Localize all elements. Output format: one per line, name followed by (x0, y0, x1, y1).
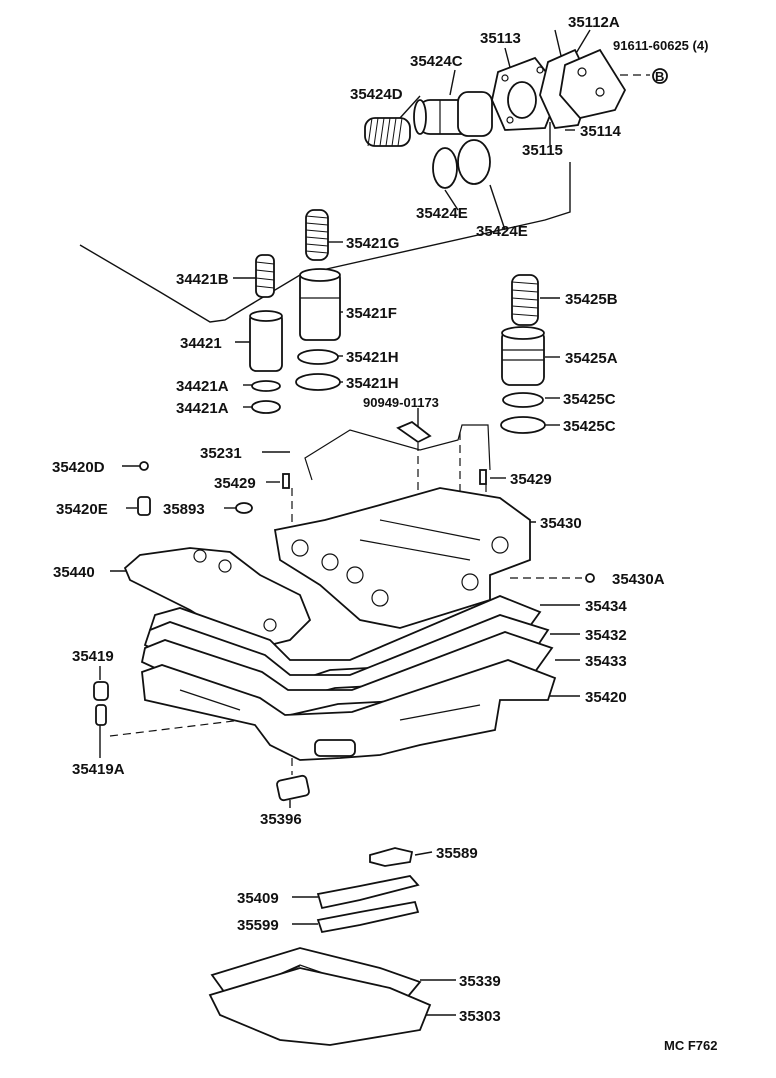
accumulator-pistons (249, 209, 546, 434)
piston-35421F (299, 271, 341, 341)
part-35396 (276, 774, 310, 802)
label-35424E-b: 35424E (476, 223, 528, 240)
plates-and-lower-body (93, 595, 557, 802)
bolt-marker (652, 68, 668, 84)
spring-34421B (255, 254, 275, 298)
label-35893: 35893 (163, 501, 205, 518)
seal-35893 (235, 502, 253, 514)
valve-body-upper (123, 420, 595, 646)
o-ring-35425C-b (500, 416, 546, 434)
lower-valve-body-35420 (141, 659, 557, 761)
label-34421: 34421 (180, 335, 222, 352)
label-91611-60625: 91611-60625 (4) (613, 38, 708, 53)
o-ring-35424E-a (432, 147, 458, 189)
label-34421A-b: 34421A (176, 400, 229, 417)
oil-pan-35303 (208, 967, 432, 1046)
label-34421B: 34421B (176, 271, 229, 288)
label-35424D: 35424D (350, 86, 403, 103)
plate-35589 (369, 847, 414, 867)
spring-35425B (511, 274, 539, 326)
spring-35424D (364, 117, 411, 147)
pin-35429-a (282, 473, 290, 489)
accumulator-cover-group: B (364, 48, 668, 189)
label-35420D: 35420D (52, 459, 105, 476)
piston-35424C (413, 91, 493, 137)
spring-plate-35409 (316, 875, 420, 910)
label-35339: 35339 (459, 973, 501, 990)
label-35432: 35432 (585, 627, 627, 644)
label-35440: 35440 (53, 564, 95, 581)
label-35425A: 35425A (565, 350, 618, 367)
label-35115: 35115 (522, 142, 563, 159)
o-ring-35421H-b (295, 373, 341, 391)
label-35231: 35231 (200, 445, 242, 462)
label-35420E: 35420E (56, 501, 108, 518)
label-35425C-a: 35425C (563, 391, 616, 408)
valve-body-35440 (123, 547, 312, 646)
label-35421F: 35421F (346, 305, 397, 322)
label-35424C: 35424C (410, 53, 463, 70)
spring-35419A (95, 704, 107, 726)
label-34421A-a: 34421A (176, 378, 229, 395)
o-ring-35425C-a (502, 392, 544, 408)
o-ring-35421H-a (297, 349, 339, 365)
spring-plate-35599 (316, 900, 420, 934)
clamp-90949-01173 (396, 420, 432, 444)
label-35430A: 35430A (612, 571, 665, 588)
o-ring-35424E-b (457, 139, 491, 185)
pipe-35231 (304, 424, 491, 481)
label-35419A: 35419A (72, 761, 125, 778)
o-ring-34421A-b (251, 400, 281, 414)
label-35434: 35434 (585, 598, 627, 615)
label-35429-b: 35429 (510, 471, 552, 488)
label-35419: 35419 (72, 648, 114, 665)
ball-35430A (585, 573, 595, 583)
spring-35420E (137, 496, 151, 516)
label-35420: 35420 (585, 689, 627, 706)
label-35430: 35430 (540, 515, 582, 532)
label-35303: 35303 (459, 1008, 501, 1025)
label-35113: 35113 (480, 30, 521, 47)
pin-35429-b (479, 469, 487, 485)
label-35433: 35433 (585, 653, 627, 670)
label-90949-01173: 90949-01173 (363, 395, 439, 410)
label-35114: 35114 (580, 123, 622, 140)
label-35112A: 35112A (568, 14, 620, 31)
spring-35421G (305, 209, 329, 261)
label-35425C-b: 35425C (563, 418, 616, 435)
ball-35420D (139, 461, 149, 471)
cover-35112A (559, 48, 627, 119)
label-35429-a: 35429 (214, 475, 256, 492)
part-number-labels: 35112A 35113 91611-60625 (4) 35424C 3542… (52, 14, 717, 1053)
valve-35419 (93, 681, 109, 701)
label-35421G: 35421G (346, 235, 399, 252)
label-35599: 35599 (237, 917, 279, 934)
bottom-parts (208, 847, 432, 1046)
label-35421H-b: 35421H (346, 375, 399, 392)
bolt-marker-letter: B (655, 69, 664, 84)
label-35589: 35589 (436, 845, 478, 862)
label-35421H-a: 35421H (346, 349, 399, 366)
label-35425B: 35425B (565, 291, 618, 308)
o-ring-34421A-a (251, 380, 281, 392)
label-35409: 35409 (237, 890, 279, 907)
label-35396: 35396 (260, 811, 302, 828)
valve-body-35430 (273, 487, 531, 629)
diagram-code: MC F762 (664, 1038, 717, 1053)
label-35424E-a: 35424E (416, 205, 468, 222)
